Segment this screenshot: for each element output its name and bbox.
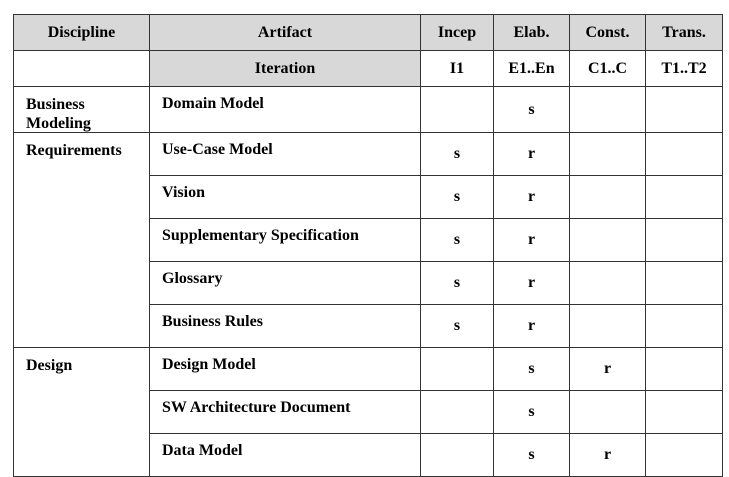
incep-cell (420, 390, 494, 434)
elab-cell: s (493, 347, 570, 391)
header-const: Const. (569, 14, 646, 51)
trans-cell (645, 132, 723, 176)
artifact-table-container: Discipline Artifact Incep Elab. Const. T… (13, 14, 723, 477)
incep-cell: s (420, 218, 494, 262)
incep-cell (420, 433, 494, 477)
discipline-name: Business Modeling (26, 96, 91, 132)
incep-cell (420, 86, 494, 133)
iteration-label: Iteration (149, 50, 421, 87)
trans-cell (645, 175, 723, 219)
const-cell: r (569, 347, 646, 391)
incep-cell: s (420, 175, 494, 219)
elab-cell: r (493, 304, 570, 348)
iteration-trans: T1..T2 (645, 50, 723, 87)
elab-cell: s (493, 390, 570, 434)
incep-cell (420, 347, 494, 391)
iteration-empty-cell (13, 50, 150, 87)
const-cell (569, 175, 646, 219)
artifact-name: SW Architecture Document (149, 390, 421, 434)
elab-cell: r (493, 132, 570, 176)
table-row: Business Modeling Domain Model s (13, 86, 723, 133)
discipline-cell: Requirements (13, 132, 150, 348)
table-row: SW Architecture Document s (14, 390, 723, 434)
elab-cell: s (493, 433, 570, 477)
iteration-incep: I1 (420, 50, 494, 87)
elab-cell: r (493, 261, 570, 305)
elab-cell: r (493, 218, 570, 262)
elab-cell: s (493, 86, 570, 133)
trans-cell (645, 218, 723, 262)
artifact-name: Data Model (149, 433, 421, 477)
trans-cell (645, 390, 723, 434)
header-row: Discipline Artifact Incep Elab. Const. T… (13, 14, 723, 51)
discipline-cell: Business Modeling (13, 86, 150, 133)
header-trans: Trans. (645, 14, 723, 51)
incep-cell: s (420, 304, 494, 348)
artifact-name: Supplementary Specification (149, 218, 421, 262)
trans-cell (645, 347, 723, 391)
const-cell (569, 218, 646, 262)
artifact-table-body: Discipline Artifact Incep Elab. Const. T… (13, 14, 723, 477)
const-cell (569, 86, 646, 133)
artifact-name: Domain Model (149, 86, 421, 133)
const-cell (569, 390, 646, 434)
header-artifact: Artifact (149, 14, 421, 51)
elab-cell: r (493, 175, 570, 219)
artifact-name: Glossary (149, 261, 421, 305)
header-discipline: Discipline (13, 14, 150, 51)
const-cell: r (569, 433, 646, 477)
iteration-elab: E1..En (493, 50, 570, 87)
iteration-row: Iteration I1 E1..En C1..C T1..T2 (13, 50, 723, 87)
incep-cell: s (420, 132, 494, 176)
const-cell (569, 304, 646, 348)
artifact-name: Vision (149, 175, 421, 219)
trans-cell (645, 304, 723, 348)
trans-cell (645, 433, 723, 477)
trans-cell (645, 261, 723, 305)
artifact-name: Use-Case Model (149, 132, 421, 176)
const-cell (569, 132, 646, 176)
artifact-name: Design Model (149, 347, 421, 391)
discipline-cell: Design (13, 347, 150, 477)
discipline-name: Design (26, 357, 73, 374)
discipline-name: Requirements (26, 142, 122, 159)
header-elab: Elab. (493, 14, 570, 51)
header-incep: Incep (420, 14, 494, 51)
artifact-name: Business Rules (149, 304, 421, 348)
incep-cell: s (420, 261, 494, 305)
const-cell (569, 261, 646, 305)
iteration-const: C1..C (569, 50, 646, 87)
artifact-table: Discipline Artifact Incep Elab. Const. T… (13, 14, 723, 477)
trans-cell (645, 86, 723, 133)
